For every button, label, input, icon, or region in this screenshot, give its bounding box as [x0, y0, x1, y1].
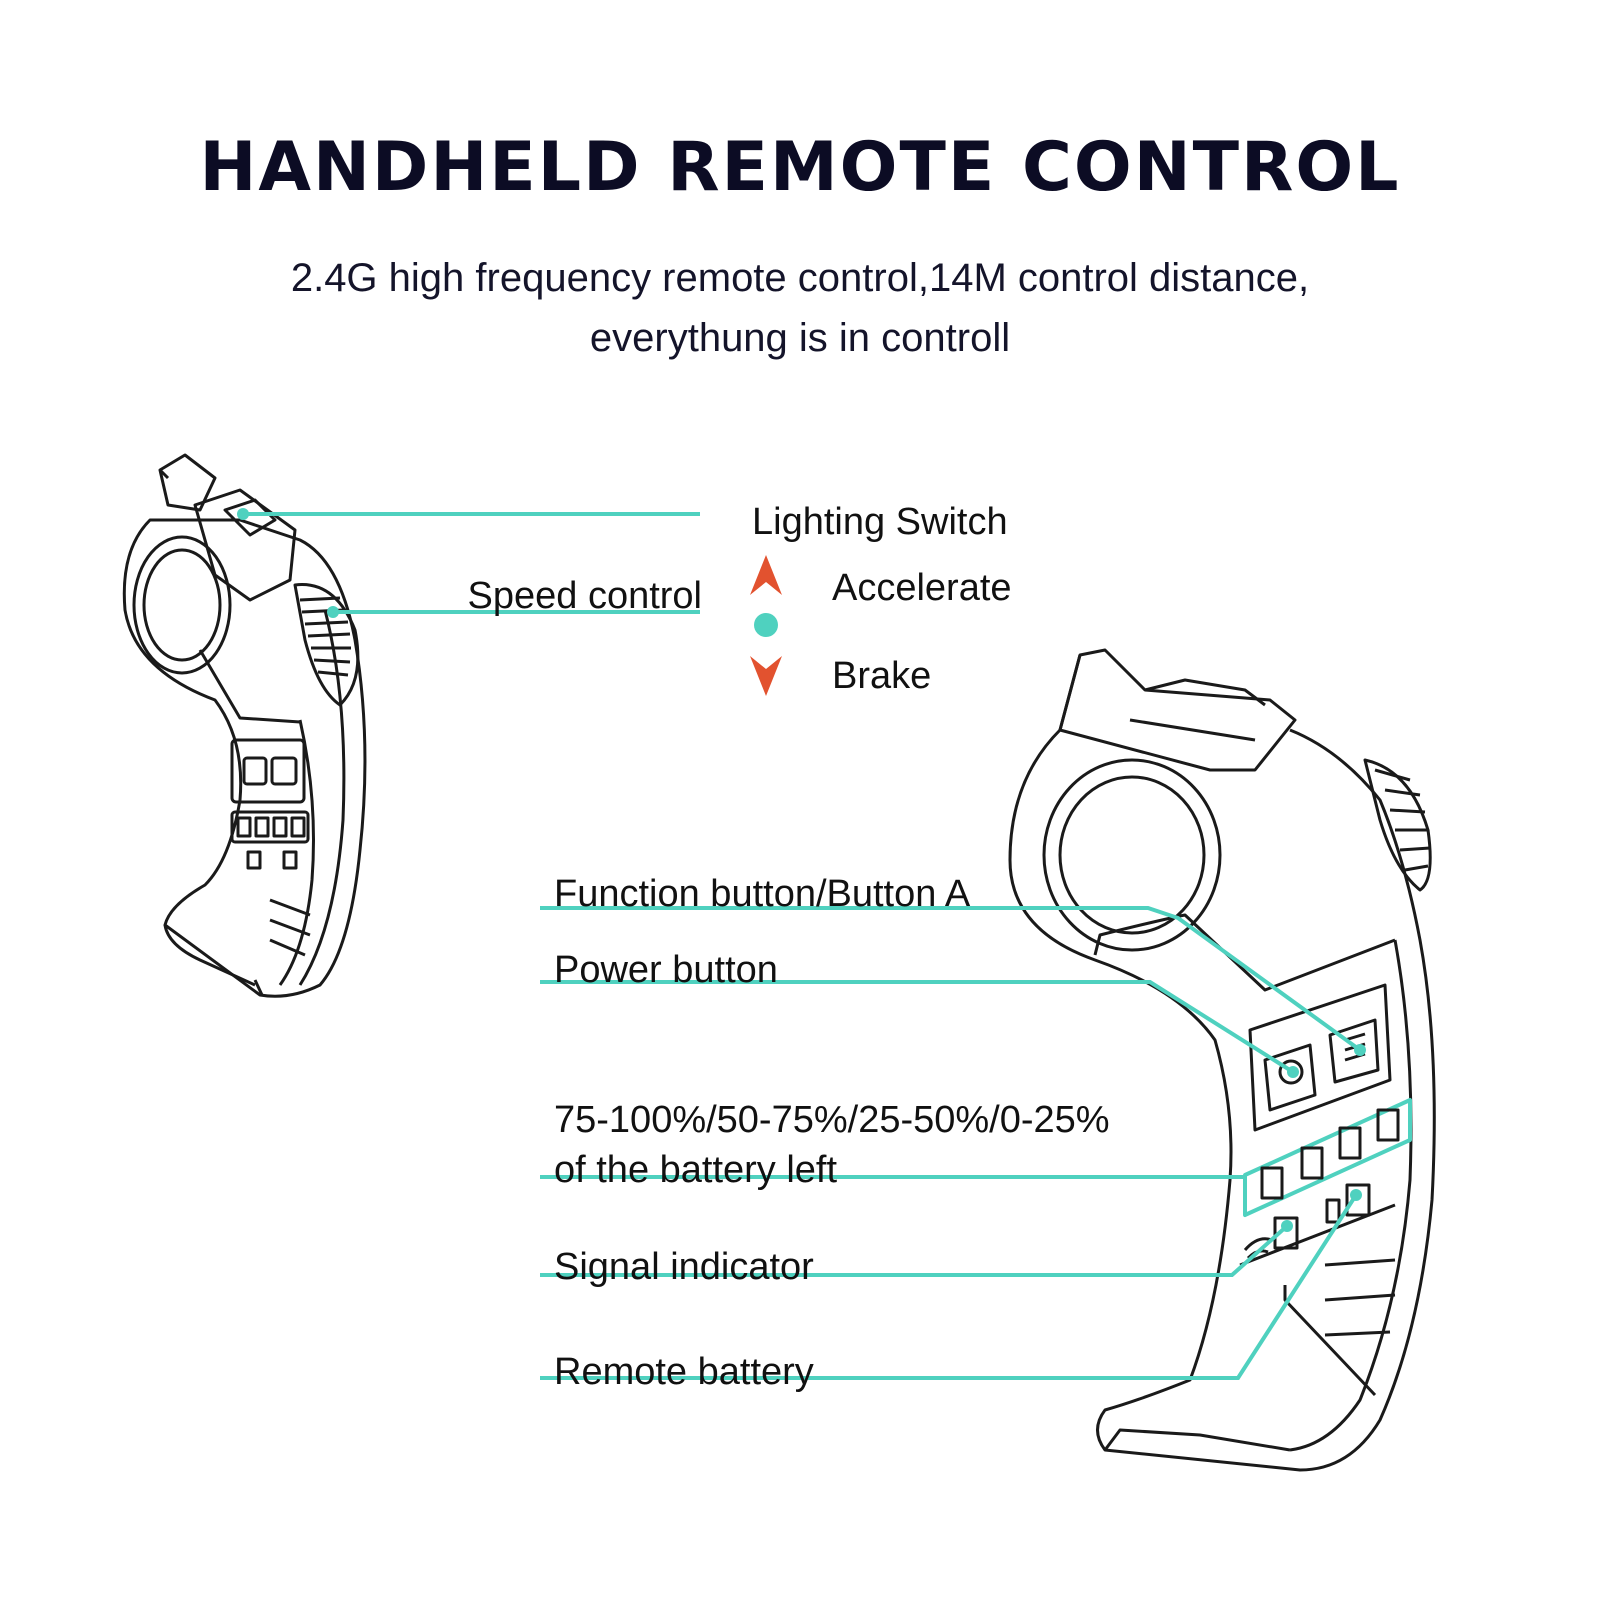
page-subtitle: 2.4G high frequency remote control,14M c… — [0, 248, 1600, 368]
label-function-button: Function button/Button A — [554, 873, 971, 915]
callout-dots — [237, 508, 1366, 1232]
callout-lines — [243, 512, 1362, 1380]
label-lighting-switch: Lighting Switch — [752, 501, 1008, 543]
remote-side-view — [122, 453, 367, 998]
label-signal-indicator: Signal indicator — [554, 1246, 814, 1288]
leader-power-button — [540, 980, 1295, 1074]
leader-remote-battery — [540, 1193, 1358, 1380]
label-power-button: Power button — [554, 949, 778, 991]
leader-function-button — [540, 906, 1362, 1052]
subtitle-line-1: 2.4G high frequency remote control,14M c… — [290, 256, 1310, 300]
page-title: HANDHELD REMOTE CONTROL — [199, 128, 1401, 207]
label-brake: Brake — [832, 655, 932, 697]
label-speed-control: Speed control — [467, 575, 703, 617]
leader-signal-indicator — [540, 1224, 1289, 1277]
remote-front-view — [1008, 648, 1436, 1472]
accelerate-arrow-icon — [750, 555, 782, 595]
neutral-dot-icon — [754, 613, 778, 637]
label-remote-battery: Remote battery — [554, 1351, 814, 1393]
subtitle-line-2: everythung is in controll — [589, 316, 1011, 360]
label-battery-levels-line-2: of the battery left — [554, 1149, 838, 1191]
brake-arrow-icon — [750, 656, 782, 696]
label-battery-levels-line-1: 75-100%/50-75%/25-50%/0-25% — [554, 1099, 1110, 1141]
label-accelerate: Accelerate — [832, 567, 1012, 609]
